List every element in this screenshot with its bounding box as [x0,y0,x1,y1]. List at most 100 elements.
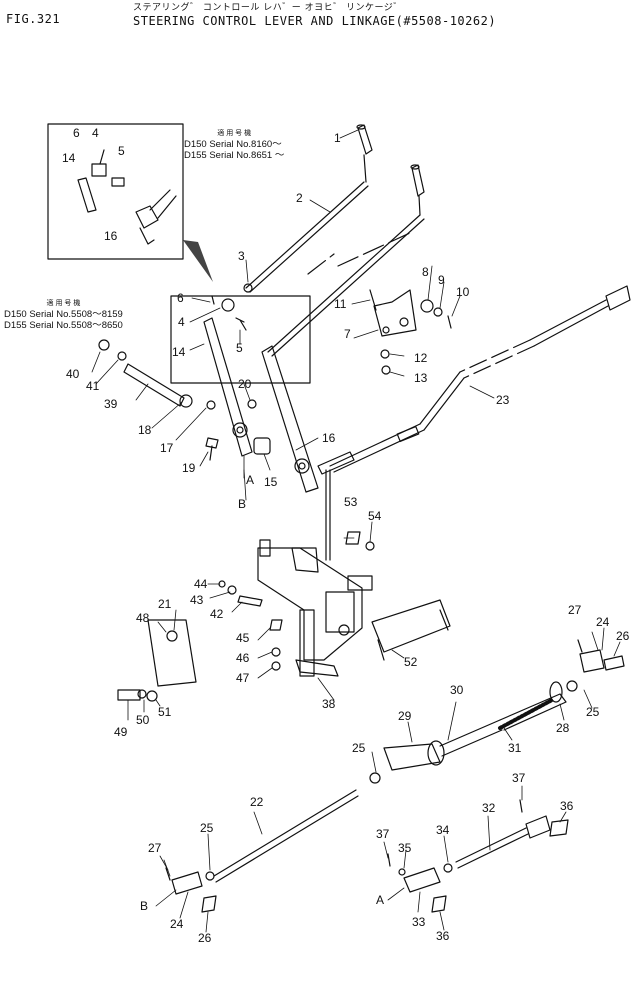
lever-16 [261,345,319,493]
bolt-20 [247,399,257,409]
bracket-7 [373,289,417,337]
callout-label: 32 [482,801,496,815]
callout-label: 33 [412,915,426,929]
callout-label: 48 [136,611,150,625]
serial-note-line: D150 Serial No.5508～8159 [4,309,123,320]
callout-label: 26 [616,629,630,643]
callout-label: 44 [194,577,208,591]
bolt-5 [235,317,247,331]
callout-label: 15 [264,475,278,489]
callout-label: 29 [398,709,412,723]
control-lever-2 [410,164,425,216]
callout-label: 4 [92,126,99,140]
callout-label: 24 [596,615,610,629]
bolt-53 [345,531,361,545]
bolt-42 [237,595,263,607]
callout-label: 23 [496,393,510,407]
washer-47 [271,661,281,671]
callout-label: 2 [296,191,303,205]
callout-label: 14 [172,345,186,359]
callout-label: 24 [170,917,184,931]
callout-label: 34 [436,823,450,837]
callout-label: 39 [104,397,118,411]
washer-46 [271,647,281,657]
rod-2b [249,185,369,293]
rod-2a [245,181,365,289]
callout-label: 1 [334,131,341,145]
nut-3 [243,283,253,293]
callout-label: 22 [250,795,264,809]
callout-label: 31 [508,741,522,755]
callout-label: 41 [86,379,100,393]
rod-2d [271,218,425,357]
callout-label: 25 [586,705,600,719]
base-bracket-38 [257,539,373,677]
callout-label: 26 [198,931,212,945]
bolt-11 [369,289,377,311]
title-english: STEERING CONTROL LEVER AND LINKAGE(#5508… [133,14,497,28]
callout-label: 11 [334,297,347,311]
serial-note-line: D155 Serial No.5508～8650 [4,320,123,331]
callout-label: 54 [368,509,382,523]
serial-note-caption: 適 用 号 機 [46,300,81,307]
callout-label: 7 [344,327,351,341]
pin-6 [211,295,215,305]
callout-label: 16 [104,229,118,243]
washer-51 [146,690,158,702]
callout-label: 12 [414,351,428,365]
callout-label: B [140,899,148,913]
callout-label: 13 [414,371,428,385]
serial-note-upper: 適 用 号 機 D150 Serial No.8160～ D155 Serial… [184,128,284,161]
callout-label: 18 [138,423,152,437]
rod-32 [387,799,569,913]
inset-box-lower [170,295,311,384]
washer-54 [365,541,375,551]
bracket-52 [371,599,451,661]
callout-label: 6 [73,126,80,140]
pipe-39 [123,363,185,407]
link-rod [325,469,331,561]
callout-label: 5 [118,144,125,158]
callout-label: 16 [322,431,336,445]
title-japanese: ステアリング゛ コントロール レハ゛ー オヨヒ゛ リンケージ゛ [133,3,403,13]
callout-label: 35 [398,841,412,855]
washer-41 [117,351,127,361]
callout-label: 30 [450,683,464,697]
callout-label: 27 [568,603,582,617]
bolt-19 [205,437,219,461]
callout-label: 51 [158,705,172,719]
linkage-rod-23 [329,285,631,473]
callout-label: 43 [190,593,204,607]
rod-2c [267,214,421,353]
collar-15 [253,437,271,455]
callout-label: 53 [344,495,358,509]
callout-label: 5 [236,341,243,355]
callout-label: 20 [238,377,252,391]
callout-label: 42 [210,607,224,621]
inset-box-upper [47,123,184,260]
serial-note-line: D150 Serial No.8160～ [184,139,282,150]
spring-assembly [369,639,625,784]
callout-label: 45 [236,631,250,645]
bushing-18 [179,394,193,408]
serial-note-caption: 適 用 号 機 [217,130,252,137]
washer-17 [206,400,216,410]
callout-label: 9 [438,273,445,287]
control-lever-1 [356,124,373,183]
callout-label: 36 [560,799,574,813]
callout-label: 25 [352,741,366,755]
rod-22 [165,789,359,913]
callout-label: 47 [236,671,250,685]
bushing-4 [221,298,235,312]
rod-dash [307,231,413,275]
plate-48 [147,619,197,687]
serial-note-line: D155 Serial No.8651 ～ [184,150,285,161]
callout-label: 40 [66,367,80,381]
upper-inset-parts [77,149,177,245]
callout-label: B [238,497,246,511]
pin-10 [447,315,452,329]
bolt-40 [98,339,110,351]
callout-label: 6 [177,291,184,305]
bolt-49 [117,689,141,701]
